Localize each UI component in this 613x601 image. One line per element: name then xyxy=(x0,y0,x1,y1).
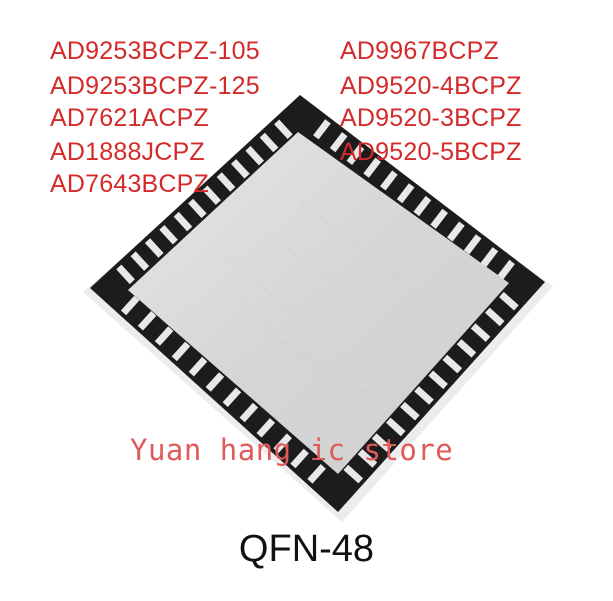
chip-pad xyxy=(188,356,208,377)
part-number: AD9253BCPZ-125 xyxy=(50,72,260,100)
part-number: AD9520-3BCPZ xyxy=(340,104,522,132)
part-number: AD9967BCPZ xyxy=(340,37,500,65)
chip-pad xyxy=(396,183,415,204)
chip-pad xyxy=(130,251,150,271)
chip-pads xyxy=(116,119,519,484)
chip-pad xyxy=(357,449,378,468)
chip-surface-texture xyxy=(219,199,401,401)
part-number: AD7643BCPZ xyxy=(50,170,210,198)
chip-pad xyxy=(273,433,292,453)
chip-pad xyxy=(205,372,225,392)
chip-pad xyxy=(371,433,392,452)
chip-pad xyxy=(274,119,293,139)
chip-pad xyxy=(386,417,406,437)
chip-pad xyxy=(380,170,398,191)
chip-pad xyxy=(470,323,491,342)
chip-pad xyxy=(428,370,448,390)
store-watermark: Yuan hang ic store xyxy=(130,433,454,467)
chip-pad xyxy=(329,132,348,153)
chip-pad xyxy=(144,238,164,258)
part-number: AD9520-4BCPZ xyxy=(340,72,522,100)
chip-pad xyxy=(463,234,482,255)
chip-pad xyxy=(442,354,463,374)
chip-pad xyxy=(290,448,309,469)
part-number: AD9253BCPZ-105 xyxy=(50,37,260,65)
chip-pad xyxy=(414,386,434,405)
chip-pad xyxy=(159,225,178,245)
chip-pad xyxy=(447,221,465,242)
chip-pad xyxy=(497,259,515,280)
chip-pad xyxy=(499,291,519,311)
chip-pad xyxy=(231,159,250,179)
chip-pad xyxy=(137,311,157,331)
chip-pad xyxy=(239,402,259,423)
chip-pad xyxy=(413,195,432,217)
part-number: AD1888JCPZ xyxy=(50,138,205,166)
chip-pad xyxy=(216,172,236,192)
chip-pad xyxy=(480,247,499,268)
chip-pad xyxy=(485,307,505,327)
chip-pad xyxy=(456,339,477,358)
chip-pad xyxy=(256,418,276,438)
chip-pad xyxy=(116,264,135,285)
chip-pad xyxy=(363,157,381,178)
part-number: AD7621ACPZ xyxy=(50,104,210,132)
chip-pad xyxy=(202,185,221,205)
chip-pad xyxy=(245,145,264,166)
chip-pad xyxy=(346,144,365,165)
chip-pad xyxy=(120,295,140,316)
chip-pad xyxy=(313,119,331,140)
chip-pad xyxy=(154,326,174,346)
chip-pad xyxy=(259,132,279,153)
chip-pad xyxy=(430,208,448,229)
chip-pad xyxy=(173,211,193,232)
chip-pad xyxy=(222,387,242,407)
chip-top-surface xyxy=(128,132,509,474)
chip-pad xyxy=(188,198,207,219)
chip-pad xyxy=(171,341,191,362)
package-label: QFN-48 xyxy=(238,528,375,570)
chip-pad xyxy=(343,464,364,484)
chip-pad xyxy=(307,464,326,484)
chip-pad xyxy=(400,401,420,421)
part-number: AD9520-5BCPZ xyxy=(340,138,522,166)
